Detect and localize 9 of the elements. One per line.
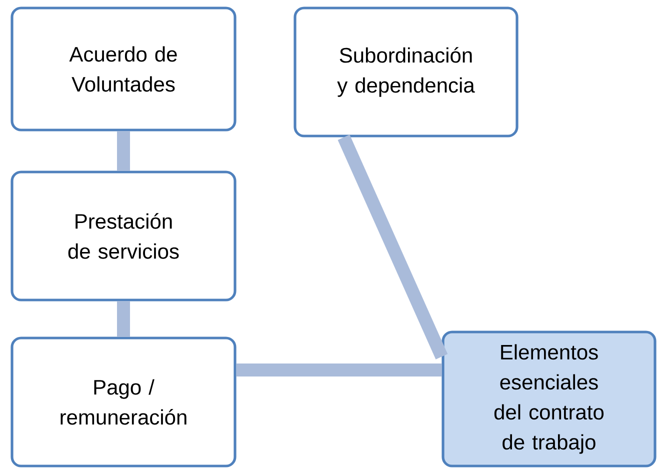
connector-line	[117, 131, 130, 171]
text-box: Acuerdo de Voluntades	[10, 6, 236, 132]
connector-line	[338, 134, 448, 360]
connector-line	[236, 364, 442, 376]
text-box: Pago / remuneración	[10, 336, 236, 468]
connector-line	[117, 301, 130, 337]
text-box: Elementos esenciales del contrato de trabajo	[442, 330, 656, 468]
text-box: Prestación de servicios	[10, 170, 236, 302]
text-box: Subordinación y dependencia	[294, 6, 518, 138]
